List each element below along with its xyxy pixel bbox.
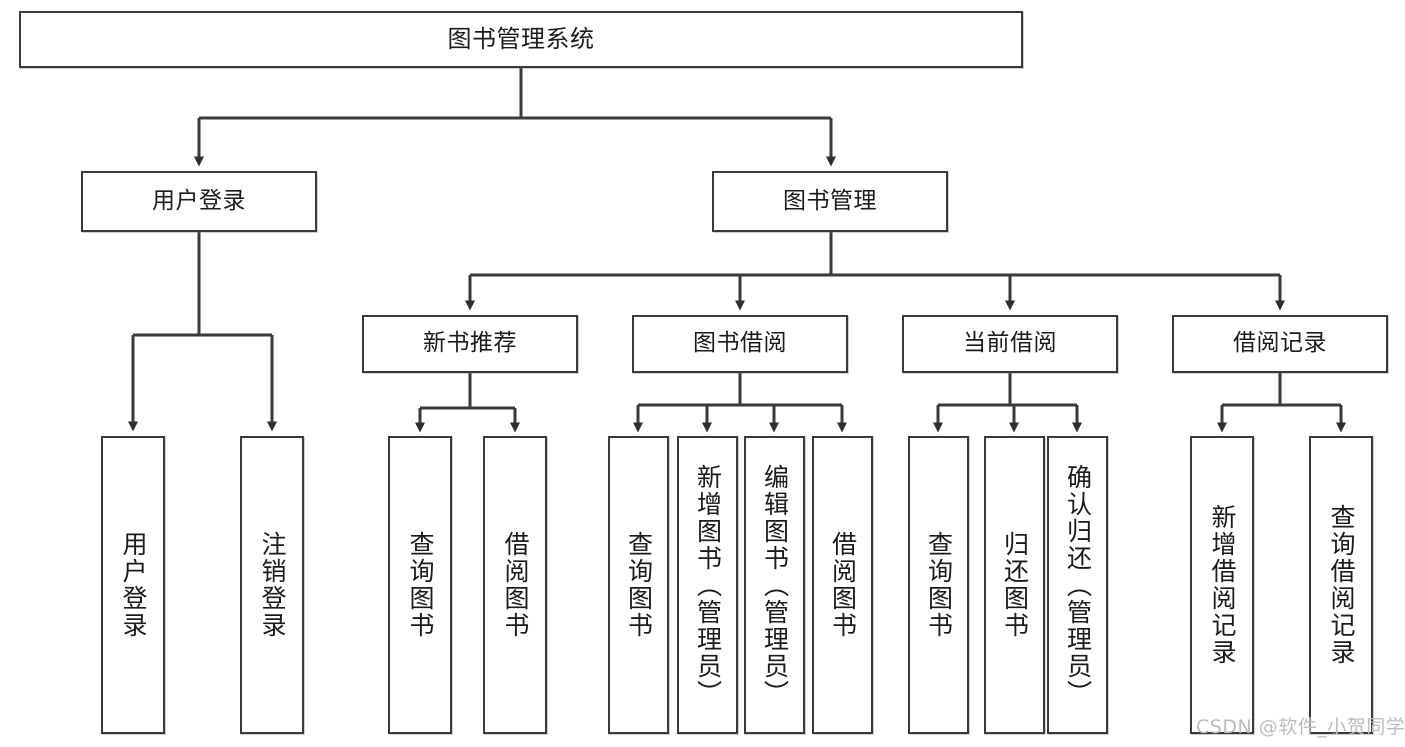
node-leaf-user-login[interactable]: 用户登录 (101, 436, 165, 734)
node-root[interactable]: 图书管理系统 (19, 11, 1023, 68)
node-leaf-borrow-book-2-label: 借阅图书 (828, 531, 858, 639)
node-new-book-rec[interactable]: 新书推荐 (362, 315, 578, 373)
node-book-borrow-label: 图书借阅 (693, 330, 787, 357)
node-leaf-query-record-label: 查询借阅记录 (1327, 504, 1356, 666)
node-leaf-add-book[interactable]: 新增图书（管理员） (677, 436, 738, 734)
node-leaf-borrow-book-1[interactable]: 借阅图书 (483, 436, 547, 734)
node-leaf-user-login-label: 用户登录 (119, 531, 148, 639)
node-borrow-record[interactable]: 借阅记录 (1172, 315, 1388, 373)
node-leaf-query-book-3[interactable]: 查询图书 (908, 436, 969, 734)
node-leaf-query-book-1[interactable]: 查询图书 (388, 436, 452, 734)
node-new-book-rec-label: 新书推荐 (423, 330, 517, 357)
node-leaf-logout-label: 注销登录 (258, 531, 287, 639)
watermark-text: CSDN @软件_小贺同学 (1196, 716, 1405, 738)
node-leaf-borrow-book-2[interactable]: 借阅图书 (812, 436, 873, 734)
node-leaf-edit-book-label: 编辑图书（管理员） (760, 463, 790, 707)
node-leaf-add-book-label: 新增图书（管理员） (693, 463, 723, 707)
node-book-manage-label: 图书管理 (783, 187, 877, 214)
node-leaf-edit-book[interactable]: 编辑图书（管理员） (744, 436, 805, 734)
node-book-manage[interactable]: 图书管理 (712, 171, 948, 232)
node-leaf-logout[interactable]: 注销登录 (240, 436, 304, 734)
node-leaf-return-book[interactable]: 归还图书 (984, 436, 1045, 734)
node-book-borrow[interactable]: 图书借阅 (632, 315, 848, 373)
node-root-label: 图书管理系统 (447, 25, 595, 54)
node-current-borrow[interactable]: 当前借阅 (902, 315, 1118, 373)
node-leaf-confirm-return-label: 确认归还（管理员） (1063, 463, 1093, 707)
node-current-borrow-label: 当前借阅 (963, 330, 1057, 357)
node-leaf-return-book-label: 归还图书 (1000, 531, 1030, 639)
node-leaf-query-book-2[interactable]: 查询图书 (608, 436, 669, 734)
node-user-login[interactable]: 用户登录 (81, 171, 317, 232)
node-leaf-confirm-return[interactable]: 确认归还（管理员） (1047, 436, 1108, 734)
node-user-login-label: 用户登录 (152, 187, 246, 214)
node-leaf-query-book-3-label: 查询图书 (924, 531, 954, 639)
node-leaf-query-book-2-label: 查询图书 (624, 531, 654, 639)
node-borrow-record-label: 借阅记录 (1233, 330, 1327, 357)
node-leaf-query-book-1-label: 查询图书 (406, 531, 435, 639)
node-leaf-query-record[interactable]: 查询借阅记录 (1309, 436, 1373, 734)
node-leaf-borrow-book-1-label: 借阅图书 (501, 531, 530, 639)
node-leaf-add-record[interactable]: 新增借阅记录 (1190, 436, 1254, 734)
node-leaf-add-record-label: 新增借阅记录 (1208, 504, 1237, 666)
